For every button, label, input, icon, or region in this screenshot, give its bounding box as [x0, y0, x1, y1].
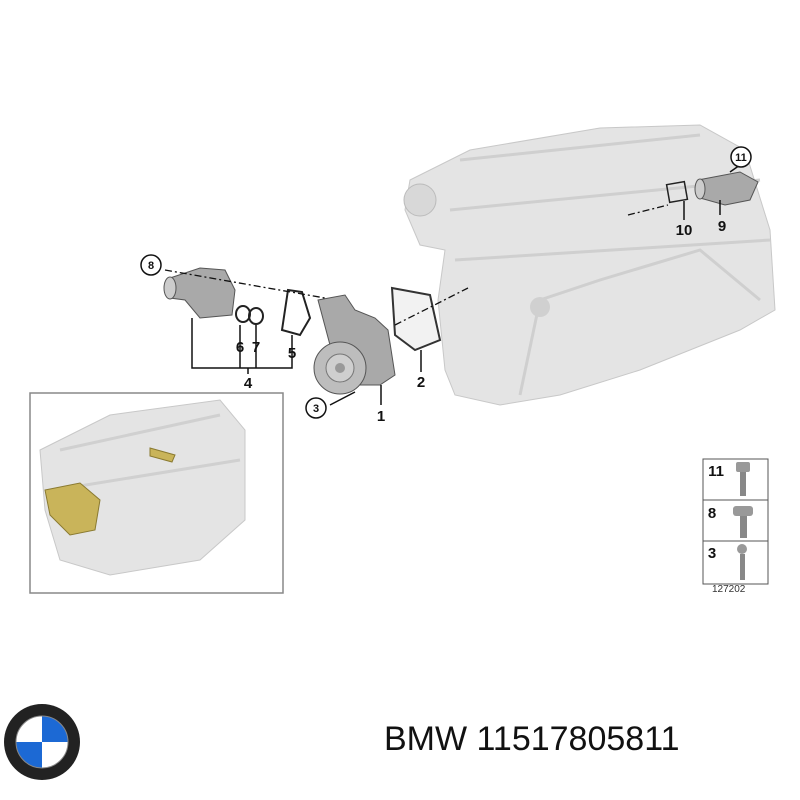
part-2-gasket [390, 286, 442, 352]
callout-8: 8 [140, 254, 162, 276]
callout-7: 7 [252, 339, 260, 356]
bolt-table: 11 8 3 [702, 458, 769, 585]
part-number-text: BMW 11517805811 [384, 720, 680, 758]
part-9-pipe [694, 171, 759, 206]
overview-inset [29, 392, 284, 594]
callout-3: 3 [305, 397, 327, 419]
flange-bolt-icon [733, 506, 753, 538]
callout-9: 9 [718, 218, 726, 235]
engine-block [403, 124, 776, 406]
part-10-gasket [665, 180, 689, 204]
bmw-logo [4, 704, 80, 780]
hex-bolt-icon [736, 462, 750, 496]
socket-bolt-icon [737, 544, 747, 580]
bolt-row-label: 8 [708, 505, 716, 522]
svg-text:3: 3 [313, 403, 319, 415]
part-6-oring [235, 305, 251, 323]
callout-4: 4 [244, 375, 253, 392]
svg-text:8: 8 [148, 260, 154, 272]
bolt-row-label: 3 [708, 545, 716, 562]
part-4-thermostat [163, 267, 236, 319]
part-5-gasket [280, 288, 312, 337]
bolt-row-label: 11 [708, 463, 724, 480]
callout-10: 10 [676, 222, 693, 239]
callout-5: 5 [288, 345, 296, 362]
diagram-number: 127202 [712, 584, 746, 595]
svg-text:11: 11 [735, 152, 747, 164]
callout-11: 11 [730, 146, 752, 168]
part-7-oring [248, 307, 264, 325]
part-1-water-pump [313, 294, 396, 395]
callout-1: 1 [377, 408, 385, 425]
callout-2: 2 [417, 374, 425, 391]
callout-6: 6 [236, 339, 244, 356]
